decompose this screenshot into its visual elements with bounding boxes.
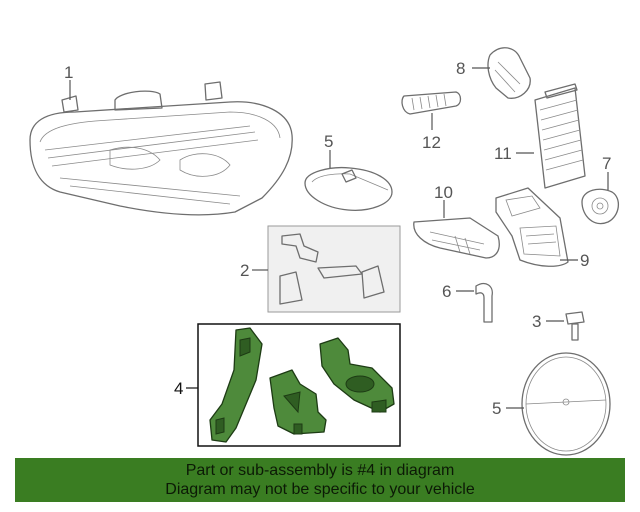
part-10-vent[interactable] xyxy=(413,217,500,259)
callout-5b: 5 xyxy=(492,399,501,418)
part-5-lens-cover[interactable] xyxy=(521,352,611,456)
callout-12: 12 xyxy=(422,133,441,152)
banner-line-1: Part or sub-assembly is #4 in diagram xyxy=(185,462,455,479)
callout-8: 8 xyxy=(456,59,465,78)
callout-2: 2 xyxy=(240,261,249,280)
part-12-led-strip[interactable] xyxy=(401,91,462,115)
banner-line-2: Diagram may not be specific to your vehi… xyxy=(165,481,475,498)
part-6-hose[interactable] xyxy=(475,282,493,323)
callout-3: 3 xyxy=(532,312,541,331)
exploded-parts-diagram: 1 5 8 12 11 7 10 xyxy=(29,47,619,456)
callout-4: 4 xyxy=(174,379,183,398)
part-5-cover-top[interactable] xyxy=(304,166,393,211)
callout-7: 7 xyxy=(602,154,611,173)
callout-9: 9 xyxy=(580,251,589,270)
part-11-control-module[interactable] xyxy=(534,83,586,189)
callout-1: 1 xyxy=(64,63,73,82)
part-2-bracket-kit[interactable] xyxy=(267,225,401,313)
info-banner: Part or sub-assembly is #4 in diagram Di… xyxy=(15,458,625,502)
part-7-actuator[interactable] xyxy=(581,188,619,225)
part-9-air-duct[interactable] xyxy=(495,187,569,267)
callout-6: 6 xyxy=(442,282,451,301)
part-1-headlamp[interactable] xyxy=(29,81,293,216)
part-3-screw[interactable] xyxy=(565,311,585,341)
callout-5a: 5 xyxy=(324,132,333,151)
part-4-highlighted-assembly[interactable] xyxy=(197,323,401,447)
callout-11: 11 xyxy=(494,144,512,163)
part-8-socket[interactable] xyxy=(487,47,531,99)
callout-10: 10 xyxy=(434,183,453,202)
